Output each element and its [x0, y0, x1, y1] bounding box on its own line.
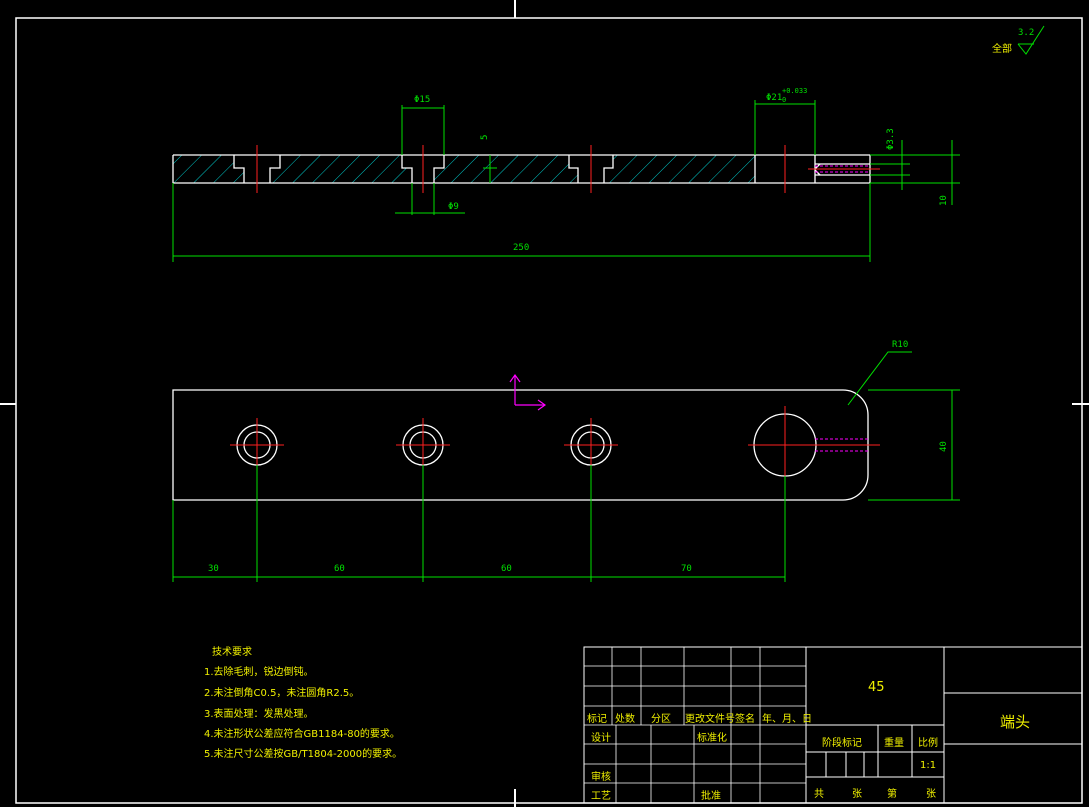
tb-scale: 比例: [918, 738, 938, 749]
title-block-lines: [583, 646, 1083, 804]
note-item: 4.未注形状公差应符合GB1184-80的要求。: [204, 729, 400, 740]
dim-d3-3: Φ3.3: [886, 128, 896, 150]
ucs-axis-icon: [509, 373, 547, 411]
tb-material: 45: [868, 680, 885, 695]
dim-p30: 30: [208, 564, 219, 574]
tb-standardize: 标准化: [697, 733, 727, 744]
dim-d21-tol-lower: 0: [782, 96, 787, 104]
dim-thick10: 10: [939, 195, 949, 206]
tb-header-count: 处数: [615, 714, 635, 725]
tb-header-date: 年、月、日: [762, 714, 812, 725]
tb-header-signature: 签名: [735, 714, 755, 725]
note-item: 1.去除毛刺，锐边倒钝。: [204, 667, 314, 678]
tb-header-change-doc: 更改文件号: [685, 714, 735, 725]
section-view: [172, 145, 880, 193]
notes-title: 技术要求: [212, 647, 252, 658]
dim-depth5: 5: [480, 134, 490, 140]
tb-part-name: 端头: [1000, 713, 1031, 731]
roughness-value: 3.2: [1018, 28, 1035, 38]
dim-d9: Φ9: [448, 202, 459, 212]
note-item: 5.未注尺寸公差按GB/T1804-2000的要求。: [204, 749, 403, 760]
tb-header-mark: 标记: [587, 714, 607, 725]
tb-approve: 批准: [701, 791, 721, 802]
dim-p60a: 60: [334, 564, 345, 574]
dim-r10: R10: [892, 340, 909, 350]
tb-scale-value: 1:1: [920, 760, 937, 771]
tb-design: 设计: [591, 733, 611, 744]
tb-number: 第: [887, 789, 897, 800]
roughness-symbol: [1017, 25, 1045, 55]
note-item: 3.表面处理：发黑处理。: [204, 709, 314, 720]
dim-d21: Φ21: [766, 93, 783, 103]
note-item: 2.未注倒角C0.5，未注圆角R2.5。: [204, 688, 360, 699]
dim-w40: 40: [939, 441, 949, 452]
dim-len250: 250: [513, 243, 530, 253]
dim-p70: 70: [681, 564, 692, 574]
tb-review: 审核: [591, 772, 611, 783]
tb-process: 工艺: [591, 791, 611, 802]
dim-p60b: 60: [501, 564, 512, 574]
tb-header-zone: 分区: [651, 714, 671, 725]
tb-sheets: 张: [852, 789, 862, 800]
tb-weight: 重量: [884, 738, 904, 749]
dim-d21-tol-upper: +0.033: [782, 87, 808, 95]
tb-stage-mark: 阶段标记: [822, 738, 862, 749]
tb-sheet-unit: 张: [926, 789, 936, 800]
plan-view: [172, 373, 880, 501]
dim-d15: Φ15: [414, 95, 431, 105]
tb-total: 共: [814, 789, 824, 800]
roughness-prefix: 全部: [992, 44, 1012, 55]
dimension-lines: [172, 100, 960, 582]
